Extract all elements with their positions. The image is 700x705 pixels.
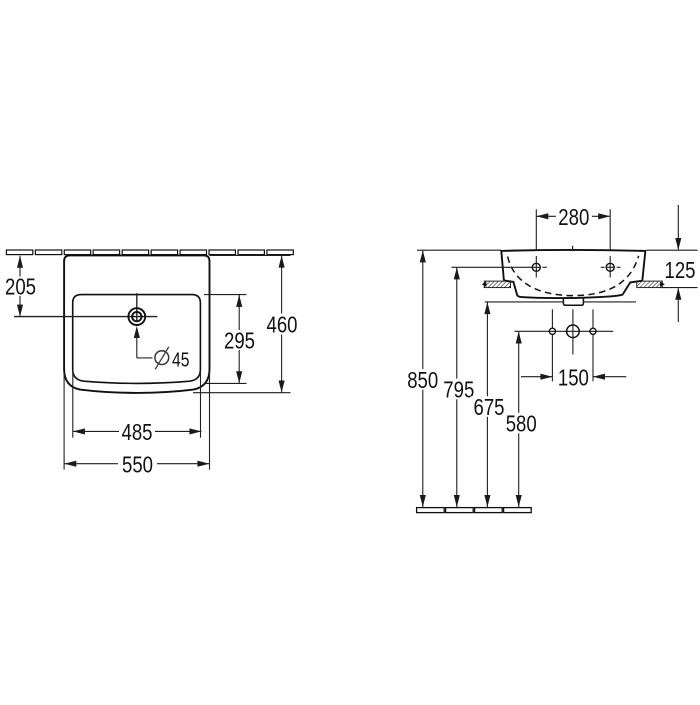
svg-text:675: 675: [474, 394, 505, 420]
svg-text:850: 850: [407, 367, 438, 393]
svg-text:280: 280: [558, 204, 589, 230]
svg-text:460: 460: [267, 312, 298, 338]
svg-text:150: 150: [558, 364, 589, 390]
svg-text:485: 485: [122, 419, 153, 445]
svg-text:795: 795: [443, 376, 474, 402]
svg-text:295: 295: [224, 328, 255, 354]
svg-text:580: 580: [506, 410, 537, 436]
svg-text:205: 205: [5, 274, 36, 300]
svg-text:550: 550: [122, 451, 153, 477]
svg-text:45: 45: [172, 349, 190, 372]
svg-text:125: 125: [665, 257, 696, 283]
